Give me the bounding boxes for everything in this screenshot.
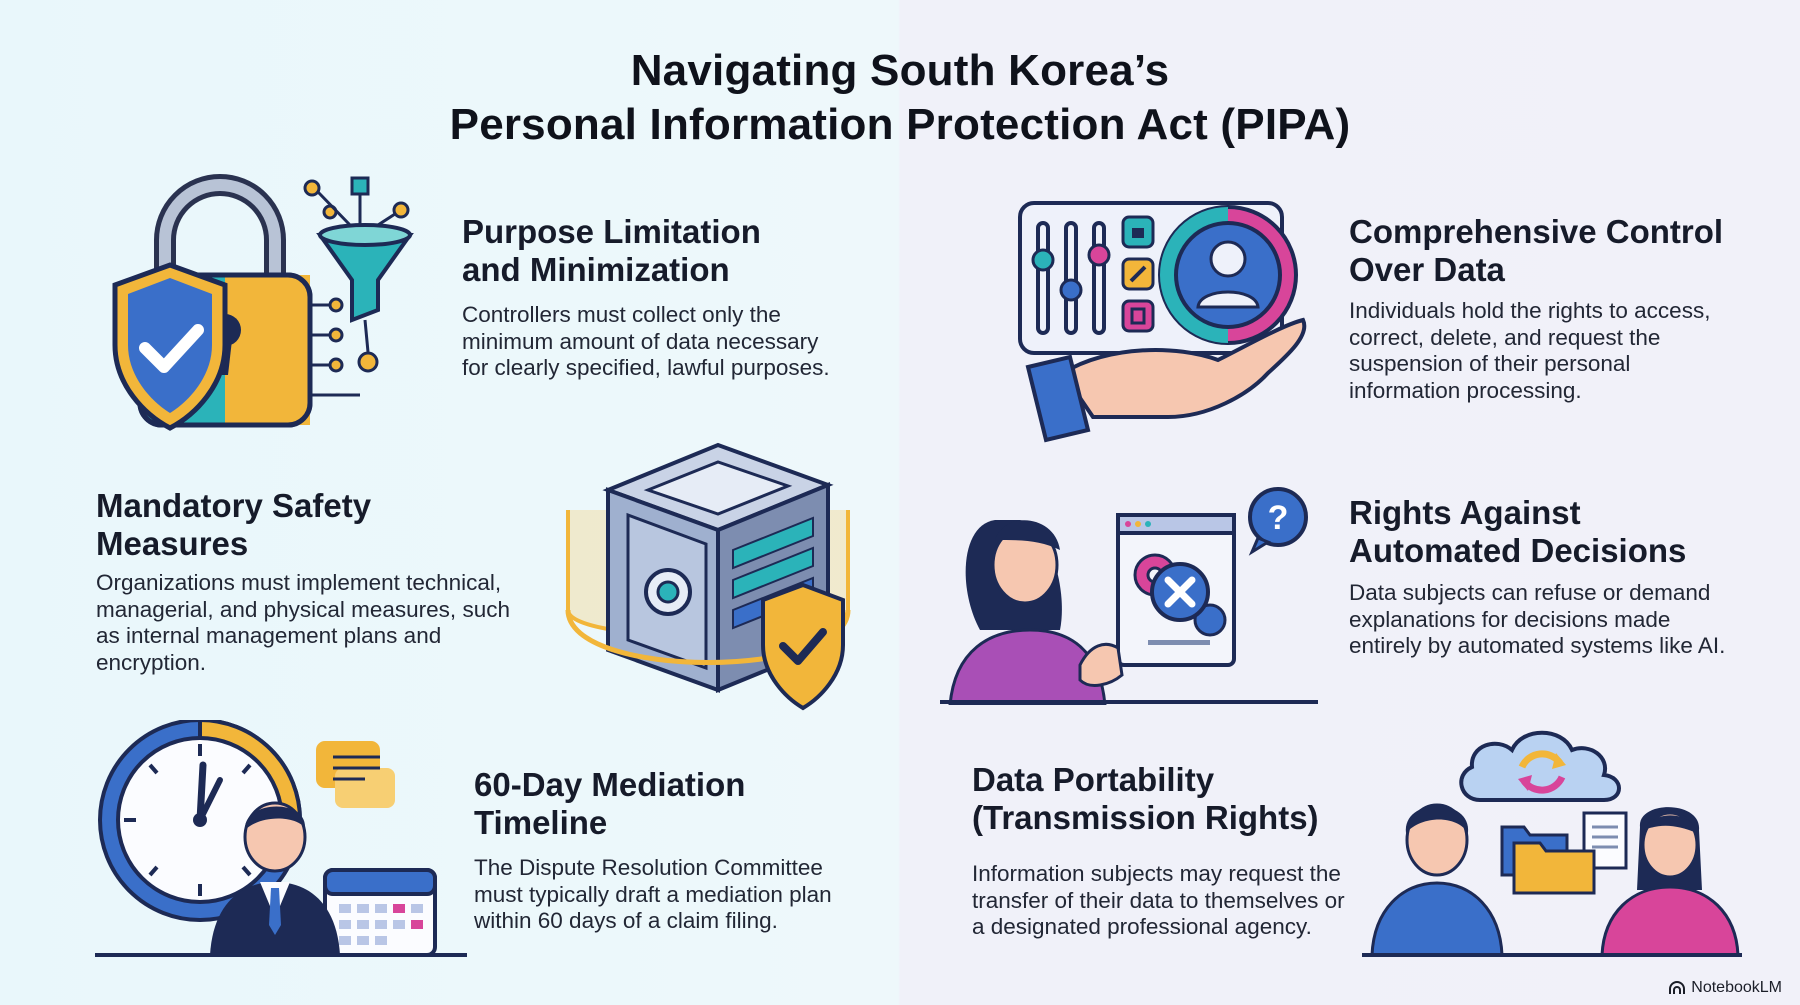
mediation-body-line-1: The Dispute Resolution Committee <box>474 855 823 880</box>
automated-heading-line-1: Rights Against <box>1349 494 1581 531</box>
lock-funnel-illustration <box>112 174 414 431</box>
safety-body-line-1: Organizations must implement technical, <box>96 570 502 595</box>
purpose-body: Controllers must collect only the minimu… <box>462 302 830 382</box>
notebooklm-logo-icon <box>1669 981 1686 994</box>
safety-heading-line-1: Mandatory Safety <box>96 487 372 524</box>
clock-calendar-person-illustration <box>95 720 467 957</box>
control-body-line-4: information processing. <box>1349 377 1582 403</box>
data-transfer-people-illustration <box>1362 730 1742 957</box>
portability-body-line-2: transfer of their data to themselves or <box>972 887 1345 913</box>
automated-body: Data subjects can refuse or demand expla… <box>1349 580 1725 660</box>
automated-body-line-3: entirely by automated systems like AI. <box>1349 633 1726 658</box>
title-line-2: Personal Information Protection Act (PIP… <box>449 100 1351 149</box>
person-automated-screen-illustration: ? <box>940 487 1318 705</box>
control-body-line-2: correct, delete, and request the <box>1349 324 1661 350</box>
shield-check-icon <box>761 582 845 711</box>
safety-body: Organizations must implement technical, … <box>96 570 510 676</box>
purpose-heading-line-2: and Minimization <box>462 251 730 288</box>
safety-body-line-4: encryption. <box>96 649 207 675</box>
page-title: Navigating South Korea’s Personal Inform… <box>0 44 1800 152</box>
user-avatar-icon <box>1209 240 1247 278</box>
safety-body-line-2: managerial, and physical measures, such <box>96 596 510 622</box>
safety-heading-line-2: Measures <box>96 525 249 562</box>
portability-body-line-3: a designated professional agency. <box>972 914 1312 939</box>
purpose-body-line-2: minimum amount of data necessary <box>462 328 819 354</box>
control-heading-line-1: Comprehensive Control <box>1349 213 1724 250</box>
svg-text:?: ? <box>1268 499 1289 537</box>
portability-body: Information subjects may request the tra… <box>972 861 1345 941</box>
mediation-heading-line-2: Timeline <box>474 804 608 841</box>
control-body-line-3: suspension of their personal <box>1349 351 1631 376</box>
footer-brand-label: NotebookLM <box>1691 979 1782 996</box>
mediation-body-line-2: must typically draft a mediation plan <box>474 881 832 907</box>
control-heading-line-2: Over Data <box>1349 251 1505 288</box>
safe-vault-illustration <box>565 442 851 711</box>
control-heading: Comprehensive Control Over Data <box>1349 213 1723 289</box>
trash-icon <box>1121 299 1155 333</box>
mediation-body: The Dispute Resolution Committee must ty… <box>474 855 832 935</box>
purpose-heading-line-1: Purpose Limitation <box>462 213 761 250</box>
automated-heading: Rights Against Automated Decisions <box>1349 494 1686 570</box>
mediation-heading: 60-Day Mediation Timeline <box>474 766 745 842</box>
mediation-body-line-3: within 60 days of a claim filing. <box>474 908 778 933</box>
portability-body-line-1: Information subjects may request the <box>972 861 1341 886</box>
mediation-heading-line-1: 60-Day Mediation <box>474 766 746 803</box>
purpose-body-line-1: Controllers must collect only the <box>462 302 781 327</box>
purpose-heading: Purpose Limitation and Minimization <box>462 213 761 289</box>
safety-body-line-3: as internal management plans and <box>96 623 442 648</box>
title-line-1: Navigating South Korea’s <box>630 46 1170 95</box>
control-body-line-1: Individuals hold the rights to access, <box>1349 298 1711 323</box>
control-body: Individuals hold the rights to access, c… <box>1349 298 1710 404</box>
cloud-sync-icon <box>1459 730 1621 802</box>
slider-knob-icon <box>1031 248 1055 272</box>
purpose-body-line-3: for clearly specified, lawful purposes. <box>462 355 830 380</box>
footer-brand: NotebookLM <box>1669 979 1782 997</box>
open-hand-icon <box>1060 317 1307 419</box>
portability-heading-line-1: Data Portability <box>972 761 1215 798</box>
folder-icon <box>1512 841 1596 895</box>
automated-body-line-2: explanations for decisions made <box>1349 606 1671 632</box>
automated-body-line-1: Data subjects can refuse or demand <box>1349 580 1711 605</box>
automated-heading-line-2: Automated Decisions <box>1349 532 1687 569</box>
portability-heading: Data Portability (Transmission Rights) <box>972 761 1319 837</box>
safety-heading: Mandatory Safety Measures <box>96 487 371 563</box>
control-panel-hand-illustration <box>1018 201 1307 443</box>
portability-heading-line-2: (Transmission Rights) <box>972 799 1319 836</box>
question-bubble-icon <box>1248 487 1308 547</box>
